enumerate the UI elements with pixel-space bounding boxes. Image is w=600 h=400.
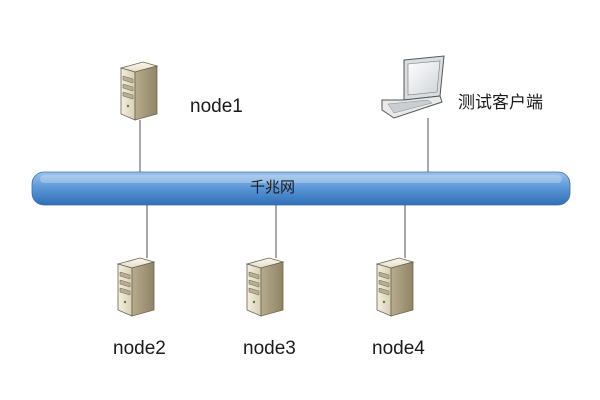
node1-label: node1 bbox=[190, 96, 243, 117]
node3-label: node3 bbox=[243, 338, 296, 359]
server-tower-icon bbox=[376, 257, 414, 317]
laptop-icon bbox=[381, 55, 445, 119]
node4-label: node4 bbox=[372, 338, 425, 359]
server-tower-icon bbox=[120, 61, 158, 121]
server-tower-icon bbox=[117, 257, 155, 317]
client-label: 测试客户端 bbox=[458, 93, 543, 113]
node2-label: node2 bbox=[113, 338, 166, 359]
network-bus-label: 千兆网 bbox=[250, 178, 296, 196]
network-bus bbox=[31, 171, 571, 206]
server-tower-icon bbox=[246, 257, 284, 317]
